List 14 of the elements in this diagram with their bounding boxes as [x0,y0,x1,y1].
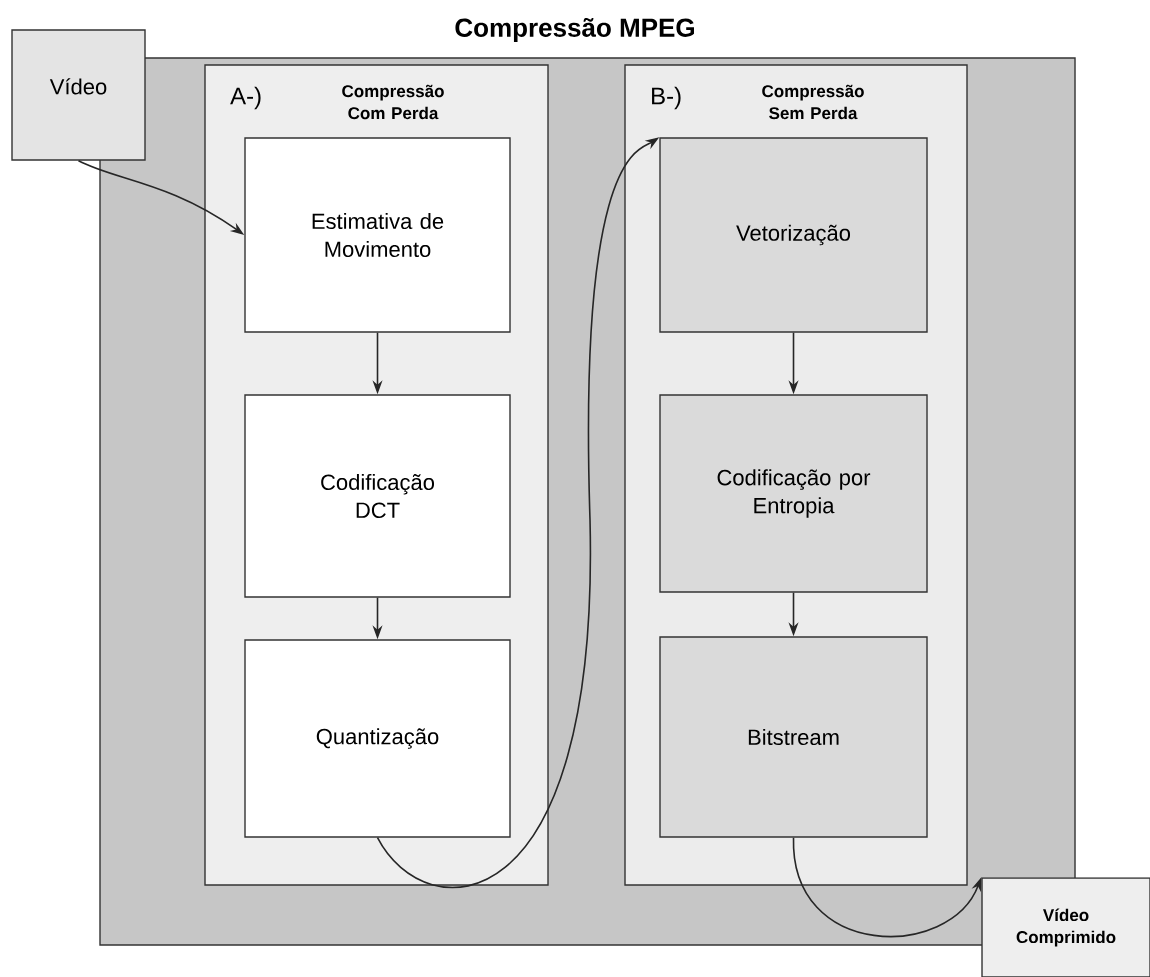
process-box: Quantização [244,639,511,838]
process-box: Codificação por Entropia [659,394,928,593]
process-box: Vídeo [11,29,146,161]
diagram-title: Compressão MPEG [455,17,694,43]
panel-heading: Compressão Sem Perda [762,84,864,120]
process-box: Vetorização [659,137,928,333]
process-box: Bitstream [659,636,928,838]
panel-letter: A-) [230,86,261,110]
output-box: Vídeo Comprimido [981,877,1150,977]
panel-letter: B-) [652,86,681,110]
arrow [792,836,982,938]
process-box: Codificação DCT [244,394,511,598]
panel-heading: Compressão Com Perda [342,84,444,120]
process-box: Estimativa de Movimento [244,137,511,333]
